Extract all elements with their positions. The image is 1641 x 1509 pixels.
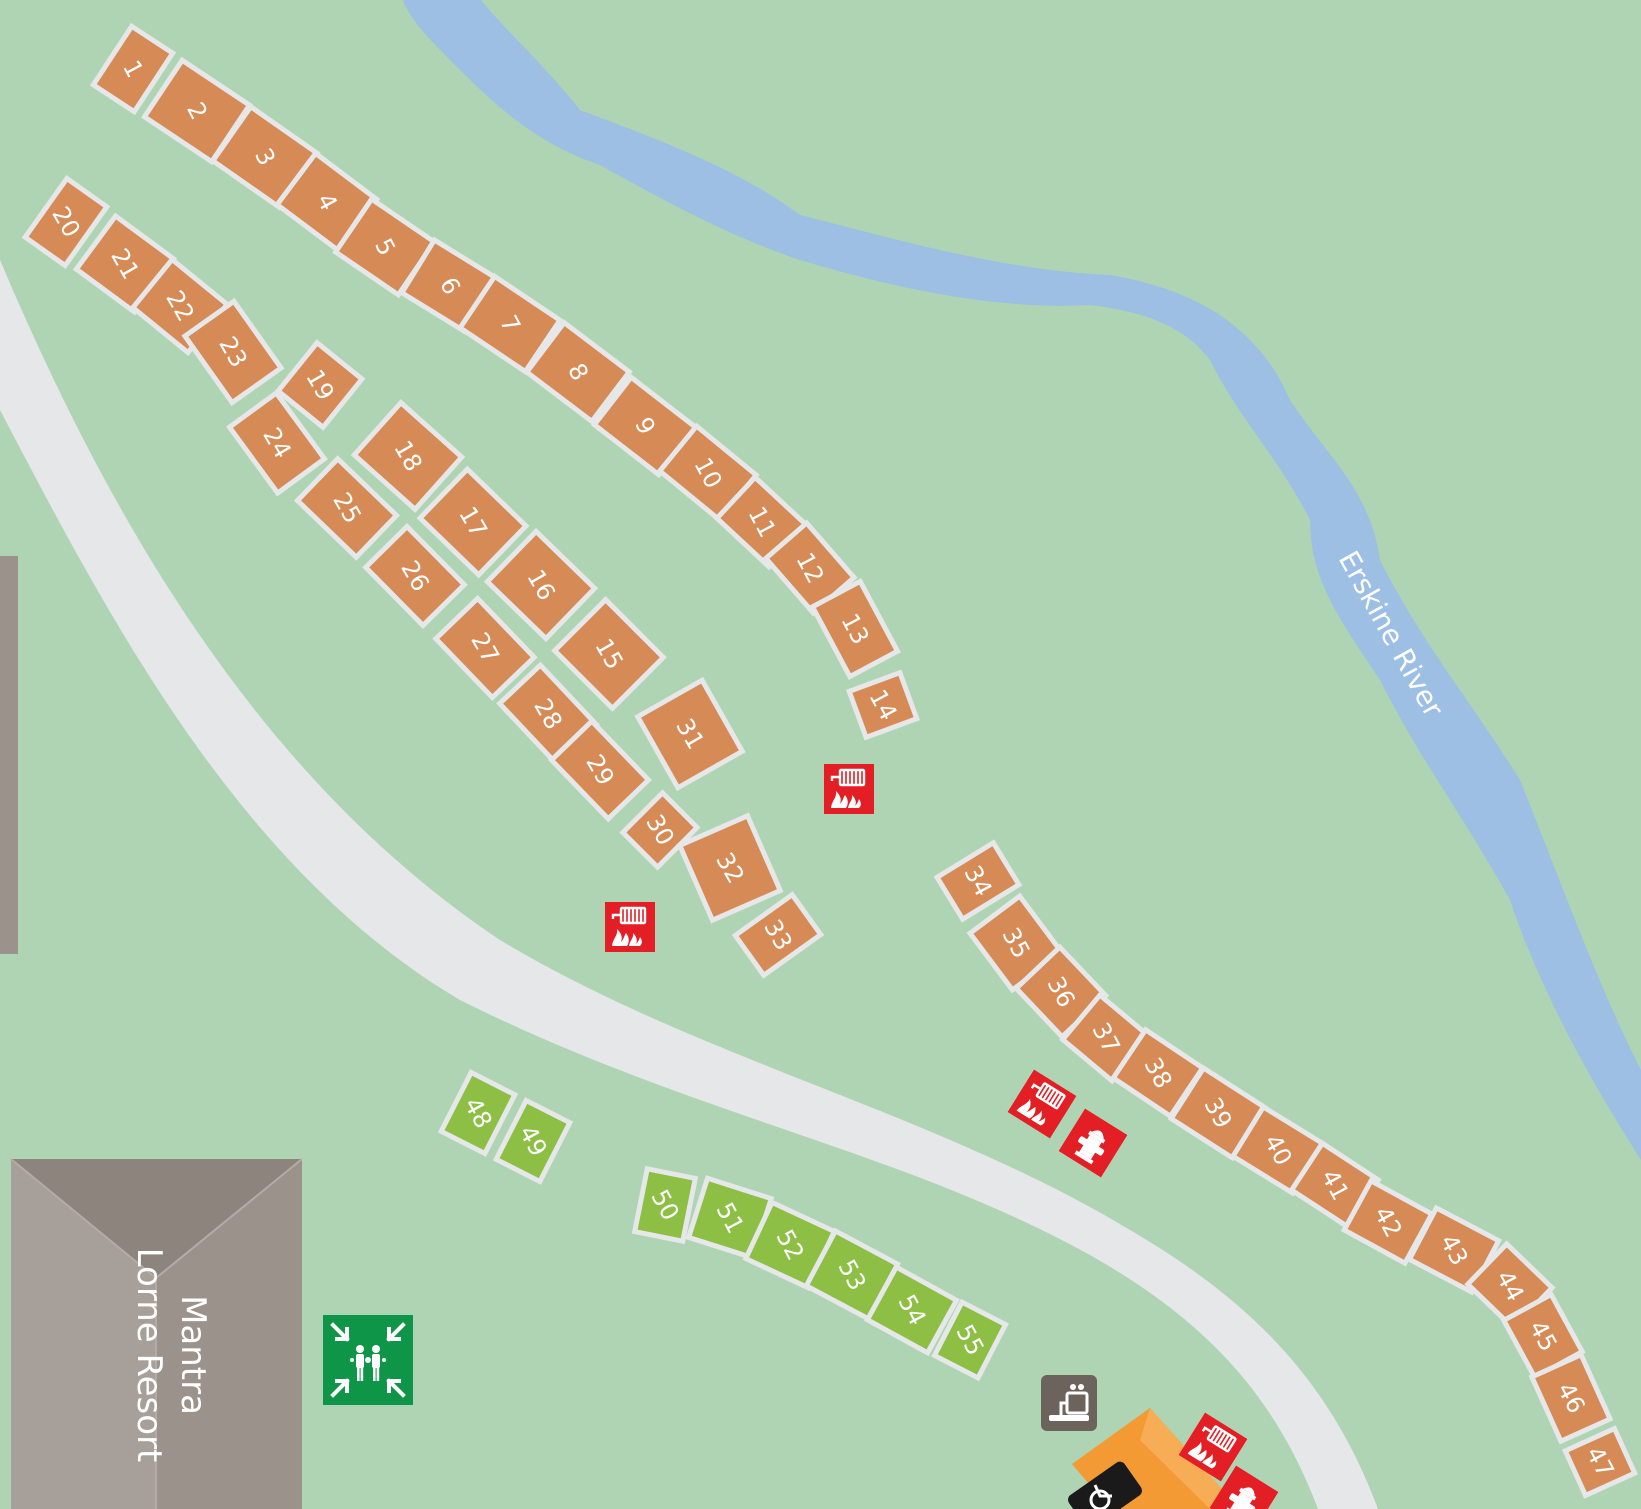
campsite-plot[interactable] (274, 339, 366, 431)
campsite-51[interactable]: 51 (685, 1175, 775, 1261)
campsite-plot[interactable] (362, 523, 468, 629)
campsite-plot[interactable] (864, 1263, 960, 1357)
campsite-plot[interactable] (437, 1069, 519, 1157)
fire-hose-reel-icon (824, 764, 874, 814)
campsite-plot[interactable] (619, 789, 701, 871)
campsite-20[interactable]: 20 (21, 174, 111, 270)
campsite-plot[interactable] (731, 891, 825, 979)
campsite-plot[interactable] (350, 399, 466, 513)
campsite-53[interactable]: 53 (802, 1227, 902, 1323)
campsite-54[interactable]: 54 (864, 1263, 960, 1357)
campsite-55[interactable]: 55 (931, 1298, 1009, 1382)
campsite-plot[interactable] (432, 594, 538, 702)
campsite-39[interactable]: 39 (1167, 1064, 1269, 1162)
campsite-7[interactable]: 7 (456, 272, 564, 376)
campsite-46[interactable]: 46 (1528, 1351, 1614, 1445)
amenities-icon (1041, 1375, 1097, 1431)
side-building (0, 556, 18, 954)
campsite-38[interactable]: 38 (1109, 1026, 1207, 1120)
campsite-plot[interactable] (1561, 1425, 1639, 1499)
campsite-15[interactable]: 15 (551, 596, 667, 712)
campsite-plot[interactable] (293, 455, 401, 561)
campsite-47[interactable]: 47 (1561, 1425, 1639, 1499)
campsite-plot[interactable] (547, 717, 653, 823)
campsite-45[interactable]: 45 (1500, 1291, 1586, 1381)
campsite-32[interactable]: 32 (676, 812, 784, 924)
erskine-river (403, 0, 1641, 1160)
campsite-plot[interactable] (416, 465, 530, 579)
campsite-31[interactable]: 31 (634, 676, 746, 792)
mantra-lorne-resort-building: Mantra Lorne Resort (10, 1158, 303, 1509)
campsite-27[interactable]: 27 (432, 594, 538, 702)
campsite-plot[interactable] (483, 527, 599, 643)
campsite-plot[interactable] (523, 319, 633, 425)
building-label-line1: Mantra (173, 1295, 213, 1415)
campsite-23[interactable]: 23 (181, 297, 285, 407)
campsite-plot[interactable] (492, 1097, 574, 1185)
campsite-8[interactable]: 8 (523, 319, 633, 425)
campsite-29[interactable]: 29 (547, 717, 653, 823)
campsite-plot[interactable] (1528, 1351, 1614, 1445)
campsite-26[interactable]: 26 (362, 523, 468, 629)
campsite-18[interactable]: 18 (350, 399, 466, 513)
campsite-42[interactable]: 42 (1340, 1177, 1436, 1267)
campsite-plot[interactable] (631, 1165, 699, 1245)
campsite-50[interactable]: 50 (631, 1165, 699, 1245)
campsite-14[interactable]: 14 (845, 669, 921, 741)
campsite-30[interactable]: 30 (619, 789, 701, 871)
campsite-34[interactable]: 34 (933, 839, 1023, 923)
campsite-plot[interactable] (226, 389, 328, 497)
campsite-plot[interactable] (89, 22, 177, 116)
campsites: 1234567891011121314202122232425262728293… (21, 22, 1639, 1499)
campsite-plot[interactable] (933, 839, 1023, 923)
campsite-17[interactable]: 17 (416, 465, 530, 579)
campsite-16[interactable]: 16 (483, 527, 599, 643)
campsite-plot[interactable] (21, 174, 111, 270)
campsite-plot[interactable] (551, 596, 667, 712)
road (0, 260, 1378, 1509)
campsite-13[interactable]: 13 (809, 577, 901, 681)
fire-hose-reel-icon (605, 902, 655, 952)
campsite-plot[interactable] (634, 676, 746, 792)
campsite-33[interactable]: 33 (731, 891, 825, 979)
campsite-19[interactable]: 19 (274, 339, 366, 431)
campsite-plot[interactable] (181, 297, 285, 407)
campsite-plot[interactable] (845, 669, 921, 741)
campsite-24[interactable]: 24 (226, 389, 328, 497)
campsite-48[interactable]: 48 (437, 1069, 519, 1157)
building-label-line2: Lorne Resort (129, 1248, 169, 1463)
campsite-plot[interactable] (809, 577, 901, 681)
wheelchair-icon (1089, 1484, 1112, 1509)
campsite-plot[interactable] (931, 1298, 1009, 1382)
assembly-point-icon (323, 1315, 413, 1405)
campsite-1[interactable]: 1 (89, 22, 177, 116)
campsite-49[interactable]: 49 (492, 1097, 574, 1185)
campsite-plot[interactable] (676, 812, 784, 924)
campsite-plot[interactable] (456, 272, 564, 376)
campsite-43[interactable]: 43 (1406, 1204, 1503, 1296)
campsite-25[interactable]: 25 (293, 455, 401, 561)
